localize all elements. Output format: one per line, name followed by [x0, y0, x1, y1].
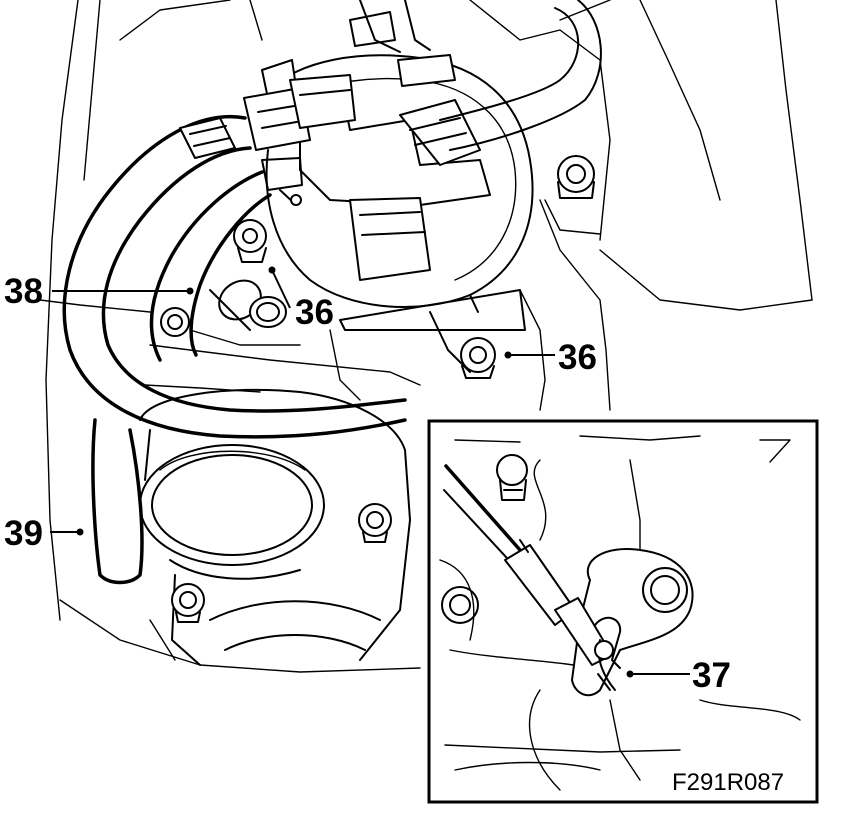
- engine-background-outlines: [39, 0, 813, 673]
- callout-37: 37: [692, 656, 731, 695]
- thermostat-housing: [139, 307, 411, 666]
- vacuum-hose-loop: [62, 115, 407, 585]
- vacuum-pump-unit: [233, 54, 601, 379]
- callout-36-right: 36: [558, 338, 597, 377]
- callout-leaders: [50, 266, 555, 536]
- inset-detail-box: [427, 419, 819, 804]
- upper-right-hose: [349, 0, 602, 151]
- callout-38: 38: [4, 272, 43, 311]
- figure-code: F291R087: [672, 769, 784, 796]
- callout-39: 39: [4, 514, 43, 553]
- callout-36-upper: 36: [295, 293, 334, 332]
